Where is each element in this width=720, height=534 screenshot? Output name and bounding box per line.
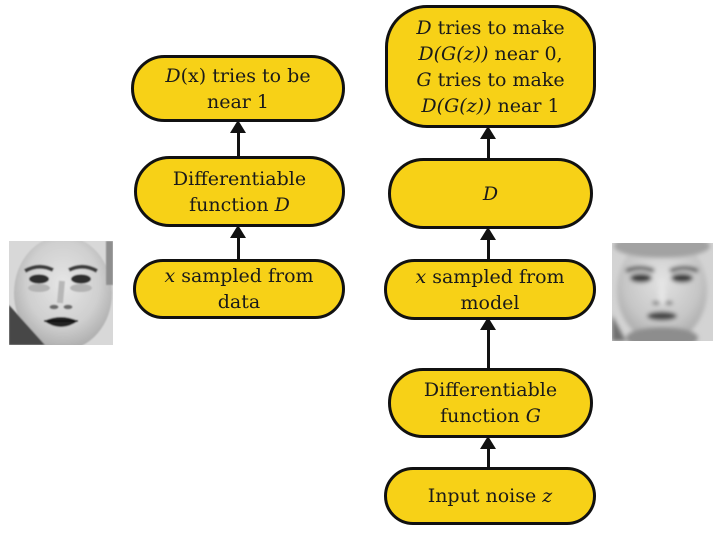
node-line: D	[483, 181, 498, 207]
math-var: D(G(z))	[421, 94, 492, 117]
math-var: D	[165, 64, 181, 87]
generated-face-graphic	[612, 243, 713, 341]
arrow-head	[230, 120, 246, 133]
arrow-up-icon	[480, 227, 496, 261]
label-segment: tries to make	[431, 16, 565, 39]
node-line: Differentiable	[173, 166, 306, 192]
math-var: G	[416, 68, 432, 91]
node-line: function G	[440, 403, 541, 429]
math-var: D	[274, 193, 290, 216]
arrow-head	[230, 225, 246, 238]
arrow-up-icon	[230, 120, 246, 158]
node-d: D	[388, 158, 593, 229]
node-line: function D	[189, 192, 290, 218]
math-var: D	[482, 182, 499, 205]
label-segment: Differentiable	[172, 167, 307, 190]
label-segment: Differentiable	[423, 379, 558, 401]
real-face-graphic	[9, 241, 113, 345]
math-var: x	[164, 265, 176, 287]
math-var: D(G(z))	[418, 42, 489, 65]
arrow-up-icon	[480, 436, 496, 469]
label-segment: data	[217, 291, 261, 313]
arrow-shaft	[236, 129, 240, 158]
arrow-head	[480, 227, 496, 240]
label-segment: sampled from	[175, 265, 314, 287]
node-x-sampled-from-model: x sampled from model	[384, 259, 596, 320]
label-segment: Input noise	[427, 485, 543, 507]
node-line: D(G(z)) near 0,	[418, 41, 562, 67]
arrow-shaft	[486, 445, 490, 469]
label-segment: near 1	[206, 90, 270, 113]
node-line: x sampled from	[164, 263, 313, 289]
node-line: near 1	[207, 89, 269, 115]
node-line: data	[218, 289, 260, 315]
arrow-head	[480, 126, 496, 139]
math-var: D	[416, 16, 432, 39]
label-segment: function	[440, 405, 526, 427]
label-segment: near 1	[491, 94, 560, 117]
arrow-head	[480, 317, 496, 330]
node-gan-objective: D tries to make D(G(z)) near 0, G tries …	[385, 5, 596, 128]
arrow-up-icon	[230, 225, 246, 261]
arrow-up-icon	[480, 126, 496, 160]
node-line: D(G(z)) near 1	[421, 93, 559, 119]
arrow-shaft	[486, 236, 490, 261]
math-var: z	[542, 485, 553, 507]
node-differentiable-function-d: Differentiable function D	[134, 156, 345, 227]
node-line: Input noise z	[428, 483, 553, 509]
math-var: x	[415, 265, 427, 288]
node-line: D(x) tries to be	[165, 63, 310, 89]
node-x-sampled-from-data: x sampled from data	[133, 259, 345, 319]
node-line: G tries to make	[416, 67, 564, 93]
arrow-up-icon	[480, 317, 496, 370]
real-face-image	[9, 241, 113, 345]
node-line: model	[461, 290, 520, 316]
label-segment: model	[460, 291, 520, 314]
label-segment: function	[189, 193, 275, 216]
node-differentiable-function-g: Differentiable function G	[388, 368, 593, 438]
label-segment: sampled from	[426, 265, 565, 288]
node-line: D tries to make	[416, 15, 564, 41]
node-line: Differentiable	[424, 377, 557, 403]
math-var: G	[525, 405, 541, 427]
generated-face-image	[612, 243, 713, 341]
label-segment: near 0,	[488, 42, 563, 65]
label-segment: (x) tries to be	[180, 64, 311, 87]
arrow-shaft	[486, 326, 490, 370]
node-input-noise: Input noise z	[384, 467, 596, 525]
label-segment: tries to make	[431, 68, 565, 91]
arrow-shaft	[486, 135, 490, 160]
node-line: x sampled from	[415, 264, 564, 290]
arrow-shaft	[236, 234, 240, 261]
arrow-head	[480, 436, 496, 449]
node-d-real-output: D(x) tries to be near 1	[131, 55, 345, 122]
